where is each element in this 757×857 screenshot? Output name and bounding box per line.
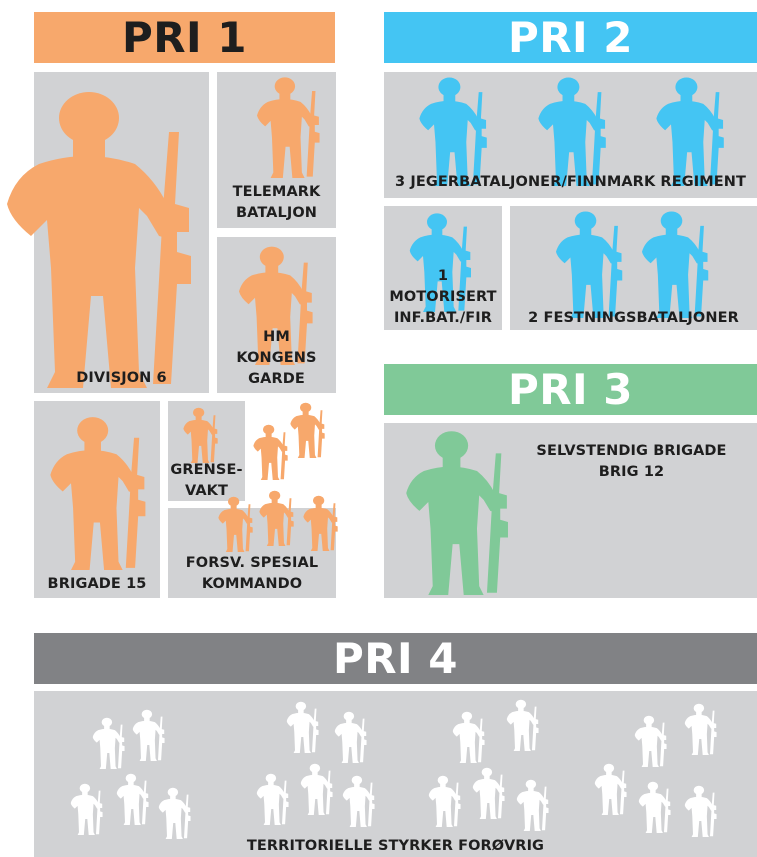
soldier-icon (516, 779, 552, 831)
soldier-icon (7, 88, 207, 388)
soldier-icon (684, 703, 720, 755)
divisjon-6-label: DIVISJON 6 (76, 370, 167, 386)
telemark-bataljon-label: TELEMARK BATALJON (232, 184, 321, 221)
soldier-icon (428, 775, 464, 827)
selvstendig-brigade-box: SELVSTENDIG BRIGADE BRIG 12 (384, 423, 757, 598)
soldier-icon (42, 415, 160, 570)
pri1-header-label: PRI 1 (121, 13, 248, 62)
forsvarets-spesialkommando-label: FORSV. SPESIAL KOMMANDO (185, 555, 319, 592)
brigade-15-label: BRIGADE 15 (47, 576, 147, 592)
soldier-icon (289, 402, 329, 458)
grensevakt-label: GRENSE- VAKT (170, 462, 243, 499)
soldier-icon (594, 763, 630, 815)
soldier-icon (132, 709, 168, 761)
pri4-header: PRI 4 (34, 633, 757, 684)
jegerbataljoner-box: 3 JEGERBATALJONER/FINNMARK REGIMENT (384, 72, 757, 198)
soldier-icon (302, 495, 342, 551)
soldier-icon (506, 699, 542, 751)
jegerbataljoner-label: 3 JEGERBATALJONER/FINNMARK REGIMENT (395, 174, 746, 190)
soldier-icon (472, 767, 508, 819)
pri2-header-label: PRI 2 (507, 13, 634, 62)
soldier-icon (342, 775, 378, 827)
soldier-icon (217, 496, 257, 552)
selvstendig-brigade-label: SELVSTENDIG BRIGADE BRIG 12 (536, 443, 727, 480)
pri3-header: PRI 3 (384, 364, 757, 415)
soldier-icon (535, 76, 615, 186)
soldier-icon (416, 76, 496, 186)
soldier-icon (404, 429, 519, 595)
soldier-icon (286, 701, 322, 753)
hm-kongens-garde-label: HM KONGENS GARDE (236, 329, 317, 387)
pri4-header-label: PRI 4 (332, 634, 459, 683)
pri3-header-label: PRI 3 (507, 365, 634, 414)
forsvarets-spesialkommando-box: FORSV. SPESIAL KOMMANDO (168, 508, 336, 598)
soldier-icon (258, 490, 298, 546)
festningsbataljoner-box: 2 FESTNINGSBATALJONER (510, 206, 757, 330)
soldier-icon (70, 783, 106, 835)
festningsbataljoner-label: 2 FESTNINGSBATALJONER (528, 310, 739, 326)
soldier-icon (252, 424, 292, 480)
pri1-header: PRI 1 (34, 12, 335, 63)
brigade-15-box: BRIGADE 15 (34, 401, 160, 598)
soldier-icon (92, 717, 128, 769)
soldier-icon (116, 773, 152, 825)
pri2-header: PRI 2 (384, 12, 757, 63)
territorielle-styrker-label: TERRITORIELLE STYRKER FORØVRIG (246, 838, 545, 854)
soldier-icon (634, 715, 670, 767)
soldier-icon (638, 781, 674, 833)
soldier-icon (452, 711, 488, 763)
soldier-icon (638, 210, 718, 318)
soldier-icon (256, 773, 292, 825)
soldier-icon (684, 785, 720, 837)
hm-kongens-garde-box: HM KONGENS GARDE (217, 237, 336, 393)
soldier-icon (182, 407, 222, 463)
territorielle-styrker-box: TERRITORIELLE STYRKER FORØVRIG (34, 691, 757, 857)
soldier-icon (653, 76, 733, 186)
soldier-icon (158, 787, 194, 839)
soldier-icon (257, 76, 325, 178)
soldier-icon (552, 210, 632, 318)
soldier-icon (334, 711, 370, 763)
telemark-bataljon-box: TELEMARK BATALJON (217, 72, 336, 228)
soldier-icon (300, 763, 336, 815)
motorisert-infbat-box: 1 MOTORISERT INF.BAT./FIR (384, 206, 502, 330)
divisjon-6-box: DIVISJON 6 (34, 72, 209, 393)
grensevakt-box: GRENSE- VAKT (168, 401, 245, 501)
motorisert-infbat-label: 1 MOTORISERT INF.BAT./FIR (389, 268, 497, 326)
